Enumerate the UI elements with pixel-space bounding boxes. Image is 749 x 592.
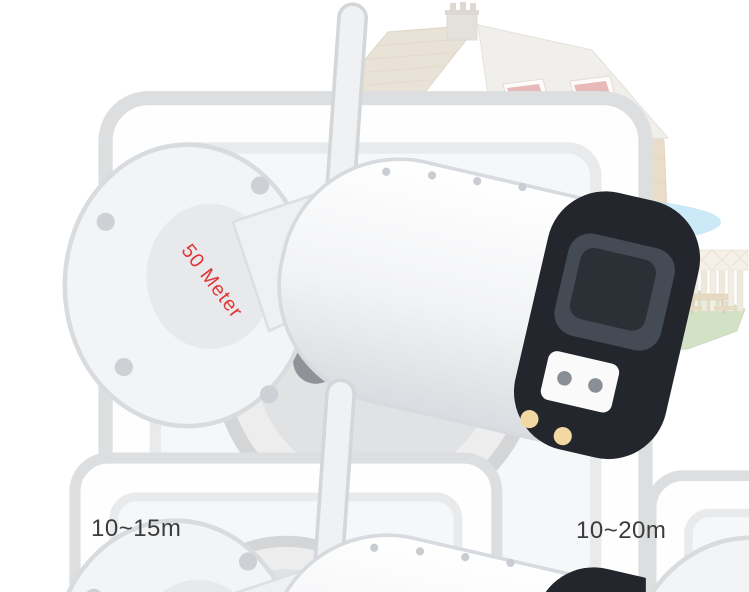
chimney xyxy=(445,2,479,41)
wall-distance-label-left: 10~15m xyxy=(91,515,182,542)
wall-distance-label-right: 10~20m xyxy=(576,517,667,544)
